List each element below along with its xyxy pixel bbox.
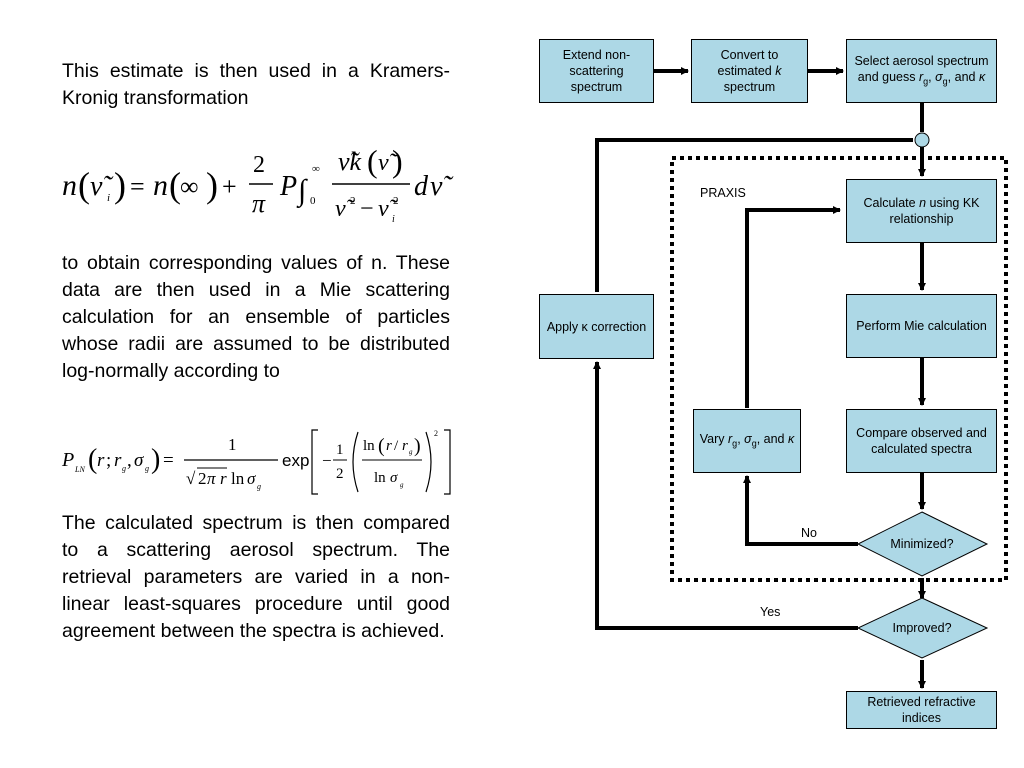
svg-text:(: ( [367, 143, 378, 179]
kk-int-upper: ∞ [312, 163, 320, 175]
svg-text:√: √ [186, 469, 196, 488]
svg-text:(: ( [169, 165, 181, 205]
svg-text:ln: ln [363, 438, 375, 454]
improved-label: Improved? [892, 621, 952, 635]
svg-text:r: r [386, 438, 392, 454]
svg-text:r: r [220, 469, 227, 488]
ln-inner-num: 1 [336, 442, 344, 458]
svg-text:g: g [400, 481, 404, 489]
kk-frac-num: 2 [253, 152, 265, 178]
yes-label: Yes [760, 605, 781, 619]
svg-text:(: ( [378, 435, 385, 457]
ln-power: 2 [434, 429, 438, 438]
svg-text:d: d [414, 171, 429, 202]
svg-text:σ: σ [390, 470, 398, 486]
ln-frac-num: 1 [228, 435, 237, 454]
svg-text:r: r [114, 450, 122, 471]
svg-text:LN: LN [74, 465, 85, 474]
svg-text:ln: ln [231, 469, 245, 488]
compare-spectra-box: Compare observed and calculated spectra [846, 409, 997, 473]
retrieved-indices-label: Retrieved refractive indices [867, 695, 976, 725]
paragraph-kk-intro: This estimate is then used in a Kramers-… [62, 60, 450, 109]
svg-text:i: i [392, 214, 395, 225]
minimized-diamond [856, 511, 989, 577]
svg-text:r: r [97, 450, 105, 471]
apply-kappa-label: Apply κ correction [546, 319, 647, 334]
svg-text:(: ( [88, 444, 97, 475]
svg-text:ln: ln [374, 470, 386, 486]
paragraph-mie: to obtain corresponding values of n. The… [62, 252, 450, 382]
svg-text:ν̃k: ν̃k [338, 147, 362, 176]
mie-calculation-box: Perform Mie calculation [846, 294, 997, 358]
svg-text:/: / [394, 438, 399, 454]
svg-text:−: − [360, 196, 374, 222]
svg-text:): ) [114, 165, 126, 205]
svg-text:g: g [145, 464, 149, 473]
svg-text:g: g [122, 464, 126, 473]
svg-text:g: g [409, 448, 413, 456]
kramers-kronig-equation: n ( ν̃ i ) = n ( ∞ ) + 2 π P ∫ ∞ 0 ν̃k (… [60, 140, 460, 235]
select-aerosol-label: Select aerosol spectrum and guess rg, σg… [854, 53, 989, 87]
vary-params-label: Vary rg, σg, and κ [699, 431, 795, 449]
svg-text:): ) [392, 143, 403, 179]
calculate-n-box: Calculate n using KK relationship [846, 179, 997, 243]
svg-text:g: g [257, 482, 261, 491]
svg-text:P: P [61, 449, 74, 471]
svg-text:r: r [402, 438, 408, 454]
svg-text:): ) [206, 165, 218, 205]
svg-text:n: n [62, 169, 77, 202]
kk-principal: P [279, 171, 297, 202]
praxis-frame [670, 156, 1008, 582]
svg-text:(: ( [78, 165, 90, 205]
convert-k-label: Convert to estimated k spectrum [717, 48, 782, 94]
select-aerosol-box: Select aerosol spectrum and guess rg, σg… [846, 39, 997, 103]
lognormal-equation: P LN ( r ; r g , σ g ) = 1 √ 2 π r ln σ … [60, 422, 460, 505]
mie-calculation-label: Perform Mie calculation [856, 319, 987, 333]
calculate-n-label: Calculate n using KK relationship [863, 196, 980, 226]
convert-k-box: Convert to estimated k spectrum [691, 39, 808, 103]
svg-text:=: = [130, 172, 145, 201]
svg-text:∫: ∫ [296, 174, 308, 209]
ln-exp: exp [282, 451, 309, 470]
svg-text:=: = [163, 450, 174, 471]
ln-inner-den: 2 [336, 466, 344, 482]
svg-text:∞: ∞ [180, 172, 199, 201]
no-label: No [801, 526, 817, 540]
kk-frac-den: π [252, 189, 266, 218]
svg-text:σ: σ [247, 469, 256, 488]
svg-text:,: , [127, 450, 132, 471]
compare-spectra-label: Compare observed and calculated spectra [856, 426, 987, 456]
svg-text:2: 2 [393, 195, 399, 207]
improved-diamond [856, 597, 989, 659]
vary-params-box: Vary rg, σg, and κ [693, 409, 801, 473]
paragraph-retrieval: The calculated spectrum is then compared… [62, 512, 450, 642]
svg-text:): ) [414, 435, 421, 457]
svg-text:n: n [153, 169, 168, 202]
svg-text:2: 2 [350, 195, 356, 207]
svg-text:π: π [207, 469, 216, 488]
svg-text:): ) [151, 444, 160, 475]
extend-spectrum-box: Extend non-scattering spectrum [539, 39, 654, 103]
minimized-label: Minimized? [890, 537, 954, 551]
kk-int-lower: 0 [310, 195, 316, 207]
svg-text:σ: σ [134, 450, 144, 471]
praxis-label: PRAXIS [700, 186, 746, 200]
svg-text:−: − [322, 451, 332, 470]
svg-text:;: ; [106, 450, 111, 471]
svg-text:+: + [222, 172, 237, 201]
retrieved-indices-box: Retrieved refractive indices [846, 691, 997, 729]
apply-kappa-box: Apply κ correction [539, 294, 654, 359]
junction-node [914, 132, 930, 148]
svg-text:2: 2 [198, 469, 207, 488]
svg-text:i: i [107, 192, 110, 204]
extend-spectrum-label: Extend non-scattering spectrum [562, 48, 631, 94]
